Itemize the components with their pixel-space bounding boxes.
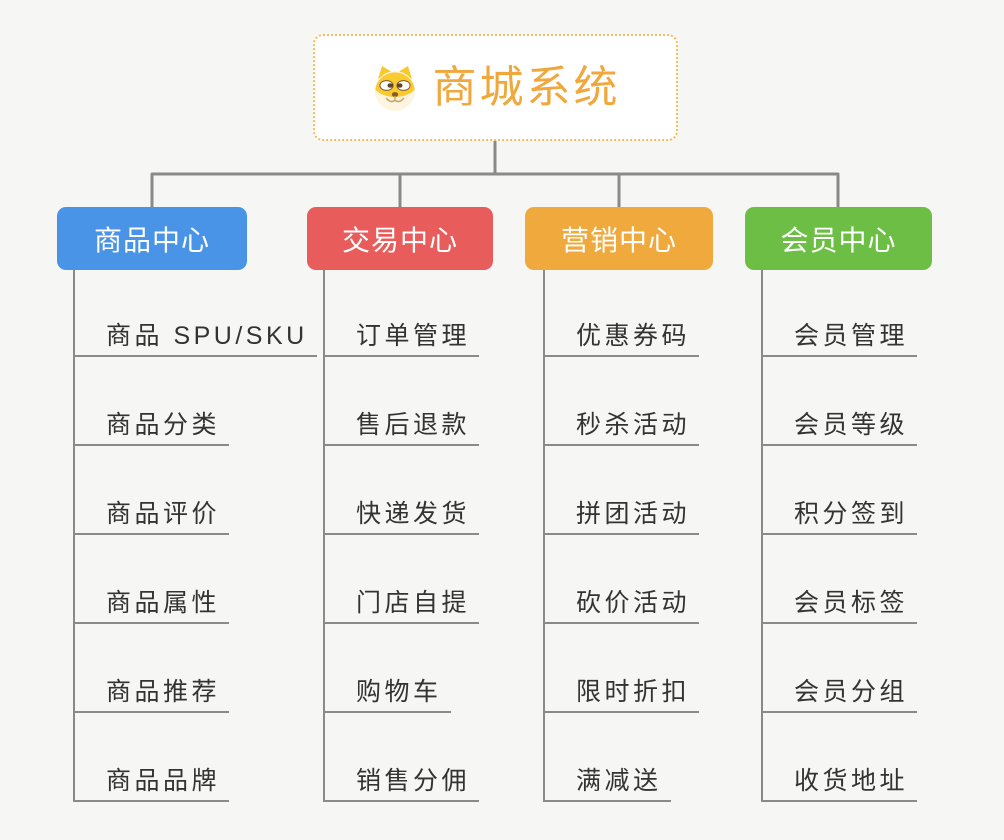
leaf-node[interactable]: 订单管理 — [323, 315, 480, 357]
branch-header-trade[interactable]: 交易中心 — [307, 207, 493, 270]
leaf-node[interactable]: 商品分类 — [73, 404, 230, 446]
leaf-node[interactable]: 商品评价 — [73, 493, 230, 535]
leaf-node[interactable]: 购物车 — [323, 671, 451, 713]
leaf-node[interactable]: 满减送 — [543, 760, 671, 802]
branch-header-marketing[interactable]: 营销中心 — [525, 207, 713, 270]
branch-header-product[interactable]: 商品中心 — [57, 207, 247, 270]
leaf-node[interactable]: 快递发货 — [323, 493, 480, 535]
branch-trunk-line — [543, 270, 545, 801]
leaf-node[interactable]: 会员管理 — [761, 315, 918, 357]
leaf-node[interactable]: 商品推荐 — [73, 671, 230, 713]
leaf-node[interactable]: 砍价活动 — [543, 582, 700, 624]
leaf-node[interactable]: 优惠券码 — [543, 315, 700, 357]
leaf-node[interactable]: 会员分组 — [761, 671, 918, 713]
leaf-node[interactable]: 售后退款 — [323, 404, 480, 446]
leaf-node[interactable]: 限时折扣 — [543, 671, 700, 713]
leaf-node[interactable]: 会员等级 — [761, 404, 918, 446]
dog-icon — [371, 64, 419, 112]
leaf-node[interactable]: 秒杀活动 — [543, 404, 700, 446]
branch-header-member[interactable]: 会员中心 — [745, 207, 932, 270]
leaf-node[interactable]: 商品属性 — [73, 582, 230, 624]
leaf-node[interactable]: 会员标签 — [761, 582, 918, 624]
leaf-node[interactable]: 拼团活动 — [543, 493, 700, 535]
leaf-node[interactable]: 积分签到 — [761, 493, 918, 535]
leaf-node[interactable]: 收货地址 — [761, 760, 918, 802]
branch-trunk-line — [73, 270, 75, 801]
leaf-node[interactable]: 销售分佣 — [323, 760, 480, 802]
leaf-node[interactable]: 商品品牌 — [73, 760, 230, 802]
leaf-node[interactable]: 门店自提 — [323, 582, 480, 624]
root-title: 商城系统 — [432, 62, 621, 112]
leaf-node[interactable]: 商品 SPU/SKU — [73, 315, 317, 357]
root-node[interactable]: 商城系统 — [313, 34, 678, 141]
branch-trunk-line — [323, 270, 325, 801]
branch-trunk-line — [761, 270, 763, 801]
